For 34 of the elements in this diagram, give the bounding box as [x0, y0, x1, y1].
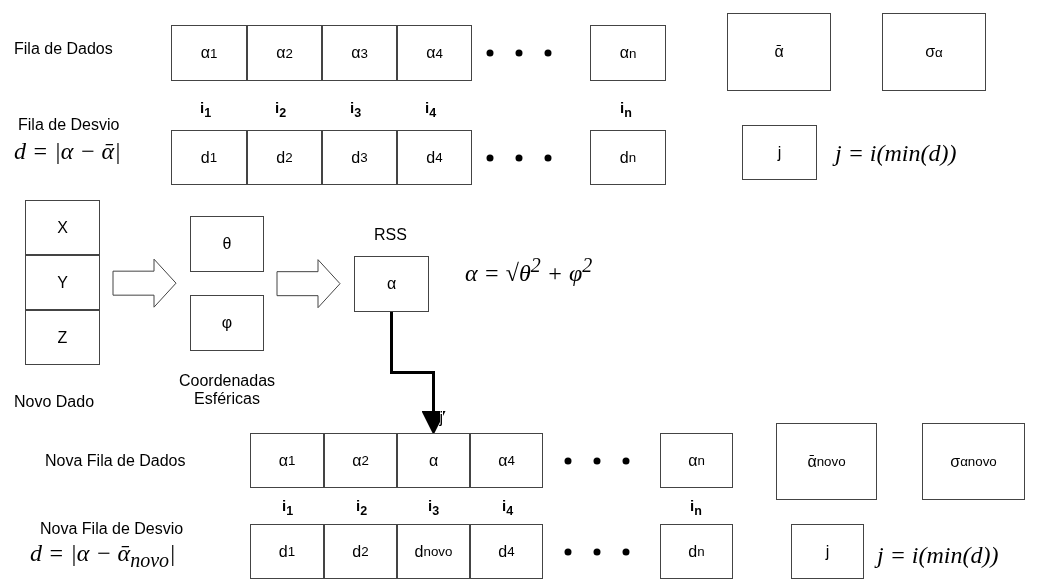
array-cell: Y — [25, 255, 100, 310]
index-label: i$_{3}$ — [428, 498, 440, 519]
index-label: i$_{2}$ — [275, 100, 287, 121]
row-label: Nova Fila de Dados — [45, 452, 186, 470]
block-arrow — [276, 259, 341, 309]
index-label: i$_{4}$ — [502, 498, 514, 519]
heading-label: RSS — [374, 226, 407, 244]
array-cell: j — [742, 125, 817, 180]
array-cell: θ — [190, 216, 264, 272]
row-label: Fila de Dados — [14, 40, 113, 58]
array-cell: j — [791, 524, 864, 579]
index-label: i$_{n}$ — [690, 498, 702, 519]
formula: d = |α − ᾱ| — [14, 138, 121, 165]
array-cell: X — [25, 200, 100, 255]
row-label: Nova Fila de Desvio — [40, 520, 184, 538]
index-label: i$_{n}$ — [620, 100, 632, 121]
formula: α = √θ$^{2}$ + φ$^{2}$ — [465, 254, 593, 287]
array-cell: ᾱ — [727, 13, 831, 91]
arrow — [390, 312, 446, 435]
index-label: i$_{4}$ — [425, 100, 437, 121]
array-cell: Z — [25, 310, 100, 365]
array-cell: φ — [190, 295, 264, 351]
index-label: i$_{2}$ — [356, 498, 368, 519]
caption-label: Novo Dado — [14, 393, 95, 411]
caption-label: Coordenadas Esféricas — [177, 372, 277, 408]
array-cell: α — [354, 256, 429, 312]
index-label: i$_{1}$ — [200, 100, 212, 121]
row-label: Fila de Desvio — [18, 116, 120, 134]
array-cell: α — [397, 433, 470, 488]
index-label: i$_{1}$ — [282, 498, 294, 519]
index-label: i$_{3}$ — [350, 100, 362, 121]
edge-label: j — [439, 409, 444, 427]
formula: d = |α − ᾱ$_{novo}$| — [30, 540, 176, 571]
block-arrow — [112, 258, 177, 308]
